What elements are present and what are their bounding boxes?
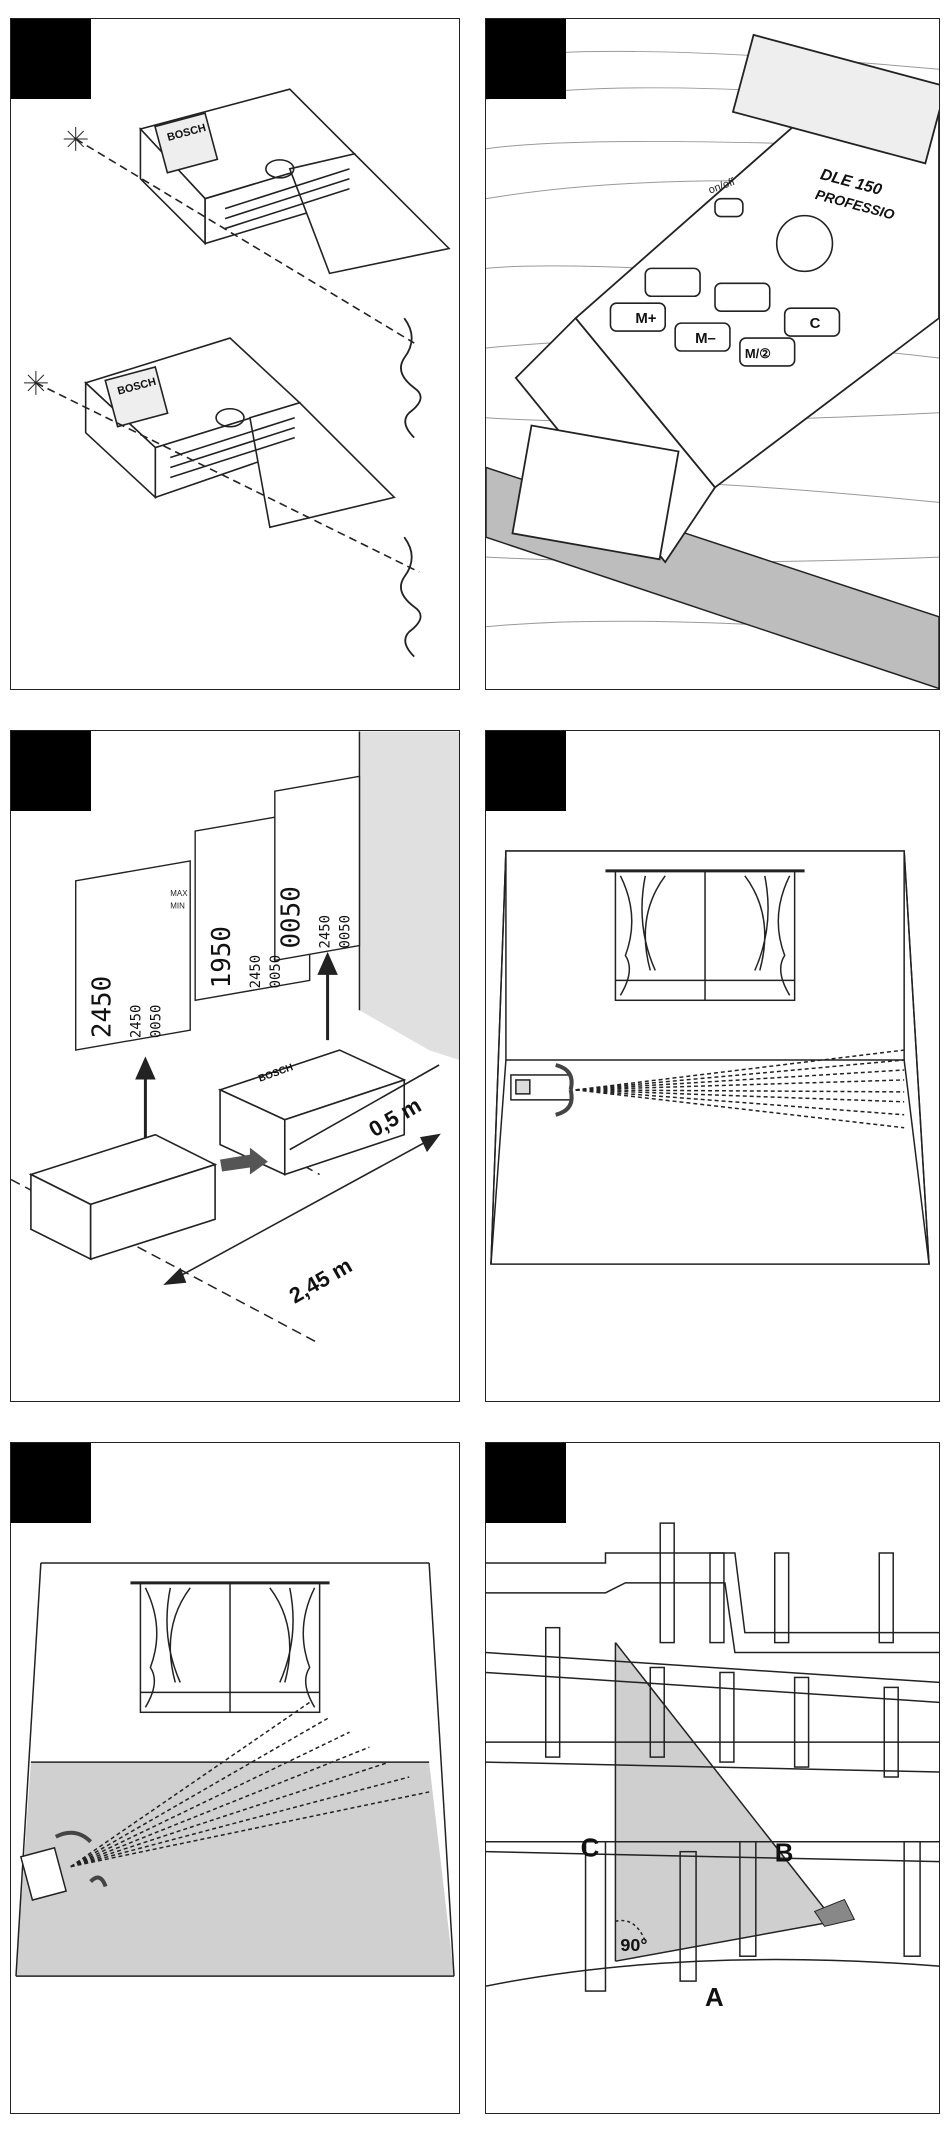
max-label: MAX <box>170 889 188 898</box>
key-m-minus: M– <box>695 330 716 347</box>
display-left-main: 2450 <box>88 976 118 1038</box>
display-mid-main: 1950 <box>207 926 237 988</box>
key-clear: C <box>810 315 821 332</box>
device-keypad-closeup: M+ M– M/② C on/off DLE 150 PROFESSIO <box>486 19 939 689</box>
min-max-measurement-illustration: 2,45 m 0,5 m BOSCH 2450 2450 0050 1950 2… <box>11 731 459 1401</box>
laser-alignment-illustration: BOSCH BOSCH <box>11 19 459 689</box>
building-indirect-measurement-illustration: C B A 90° <box>486 1443 939 2113</box>
display-mid-max: 2450 <box>248 955 264 989</box>
point-c-label: C <box>581 1835 600 1863</box>
display-right-main: 0050 <box>277 886 307 948</box>
figure-number-tab <box>486 19 566 99</box>
figure-panel-1: BOSCH BOSCH <box>10 18 460 690</box>
room-floor-scan-illustration <box>11 1443 459 2113</box>
display-left-min: 0050 <box>148 1005 164 1039</box>
dimension-long: 2,45 m <box>285 1253 357 1309</box>
display-right-max: 2450 <box>318 915 334 949</box>
figure-panel-5 <box>10 1442 460 2114</box>
right-angle-label: 90° <box>620 1935 647 1955</box>
room-wall-scan-illustration <box>486 731 939 1401</box>
point-a-label: A <box>705 1984 724 2012</box>
figure-panel-2: M+ M– M/② C on/off DLE 150 PROFESSIO <box>485 18 940 690</box>
figure-panel-6: C B A 90° <box>485 1442 940 2114</box>
display-right-min: 0050 <box>337 915 353 949</box>
display-mid-min: 0050 <box>268 955 284 989</box>
display-left-max: 2450 <box>128 1005 144 1039</box>
point-b-label: B <box>775 1840 794 1868</box>
figure-panel-3: 2,45 m 0,5 m BOSCH 2450 2450 0050 1950 2… <box>10 730 460 1402</box>
figure-panel-4 <box>485 730 940 1402</box>
key-m-plus: M+ <box>635 310 656 327</box>
key-m-recall: M/② <box>745 346 771 361</box>
min-label: MIN <box>170 902 185 911</box>
